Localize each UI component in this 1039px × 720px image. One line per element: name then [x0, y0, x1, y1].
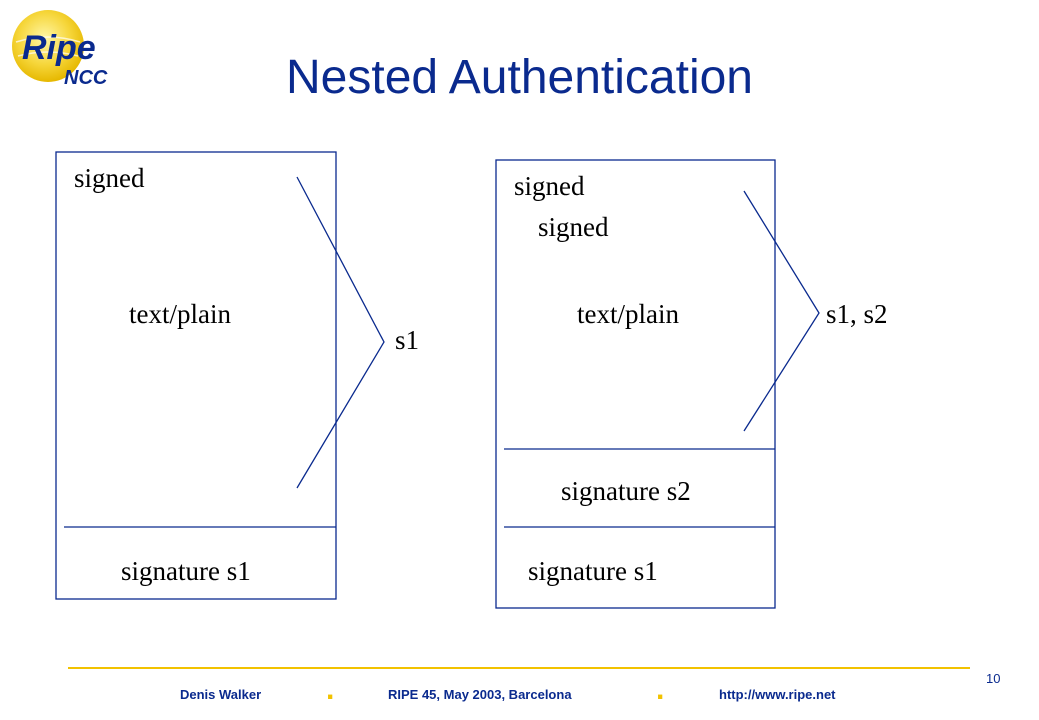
- right-signature-s1-label: signature s1: [528, 556, 658, 586]
- ripe-ncc-logo: Ripe NCC: [12, 10, 108, 89]
- right-content-label: text/plain: [577, 299, 679, 329]
- right-message-box: [495, 159, 776, 609]
- left-message-box: [55, 151, 337, 600]
- footer-event: RIPE 45, May 2003, Barcelona: [388, 687, 572, 702]
- logo-ripe-text: Ripe: [22, 29, 96, 67]
- left-brace-label: s1: [395, 325, 420, 355]
- page-title: Nested Authentication: [286, 51, 753, 104]
- page-number: 10: [986, 671, 1001, 686]
- left-brace: [296, 176, 385, 489]
- left-signed-label: signed: [74, 163, 145, 193]
- right-signature-s2-label: signature s2: [561, 476, 691, 506]
- footer-author: Denis Walker: [180, 687, 262, 702]
- left-signature-label: signature s1: [121, 556, 251, 586]
- globe-icon: [12, 10, 84, 82]
- footer-separator-2: .: [656, 673, 665, 706]
- footer-url: http://www.ripe.net: [719, 687, 836, 702]
- right-signed-inner-label: signed: [538, 212, 609, 242]
- right-signed-outer-label: signed: [514, 171, 585, 201]
- right-brace: [743, 190, 820, 432]
- left-content-label: text/plain: [129, 299, 231, 329]
- footer-rule: [68, 667, 970, 669]
- footer-separator-1: .: [326, 673, 335, 706]
- logo-ncc-text: NCC: [64, 67, 108, 89]
- right-brace-label: s1, s2: [826, 299, 888, 329]
